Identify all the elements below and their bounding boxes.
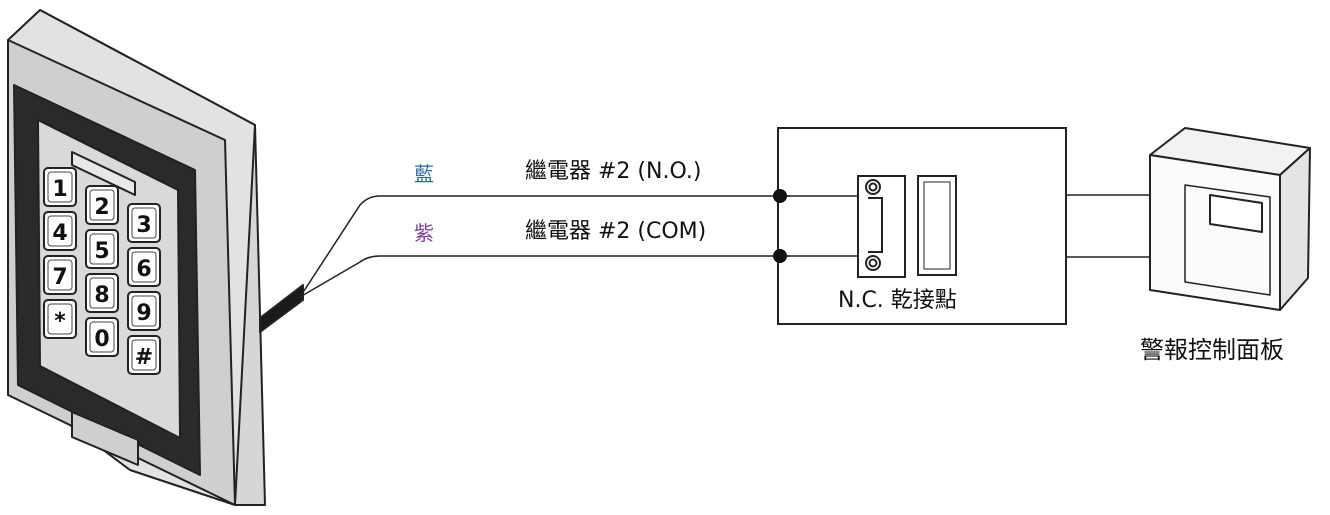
keypad-key-label: 9 xyxy=(136,301,151,326)
keypad-key-label: 7 xyxy=(52,265,67,290)
keypad-key: 3 xyxy=(127,203,161,243)
alarm-panel-device xyxy=(1149,127,1311,311)
keypad-key: * xyxy=(43,299,77,339)
keypad-key-label: 1 xyxy=(52,177,67,202)
wire-color-blue-label: 藍 xyxy=(414,162,434,186)
relay-com-label: 繼電器 #2 (COM) xyxy=(525,219,707,244)
contact-label: N.C. 乾接點 xyxy=(838,288,957,313)
keypad-key: 8 xyxy=(85,273,119,313)
contact-lines xyxy=(787,195,858,257)
keypad-key-label: 8 xyxy=(94,283,109,308)
keypad-key-label: 4 xyxy=(52,221,67,246)
keypad-key-label: # xyxy=(135,345,153,370)
keypad-key-label: 6 xyxy=(136,257,151,282)
keypad-key: 7 xyxy=(43,255,77,295)
keypad-key: 4 xyxy=(43,211,77,251)
keypad-key: # xyxy=(127,335,161,375)
nc-contact-switch-icon xyxy=(857,175,957,278)
keypad-key: 6 xyxy=(127,247,161,287)
keypad-key: 1 xyxy=(43,167,77,207)
keypad-key-label: 2 xyxy=(94,195,109,220)
keypad-key: 5 xyxy=(85,229,119,269)
alarm-panel-label: 警報控制面板 xyxy=(1140,336,1284,364)
keypad-key: 2 xyxy=(85,185,119,225)
wire-purple xyxy=(299,255,790,298)
keypad-key-label: 5 xyxy=(94,239,109,264)
terminal-dot-com xyxy=(773,249,787,263)
keypad-keys: 1 2 3 4 5 6 7 8 9 * 0 # xyxy=(43,167,161,375)
wire-blue xyxy=(299,195,790,298)
terminal-dot-no xyxy=(773,189,787,203)
keypad-key: 0 xyxy=(85,317,119,357)
keypad-key-label: * xyxy=(54,309,66,334)
wire-color-purple-label: 紫 xyxy=(414,221,434,245)
contact-box xyxy=(777,127,1067,325)
keypad-key-label: 0 xyxy=(94,327,109,352)
keypad-key: 9 xyxy=(127,291,161,331)
panel-lines xyxy=(1066,194,1150,258)
keypad-key-label: 3 xyxy=(136,213,151,238)
relay-no-label: 繼電器 #2 (N.O.) xyxy=(525,159,702,184)
